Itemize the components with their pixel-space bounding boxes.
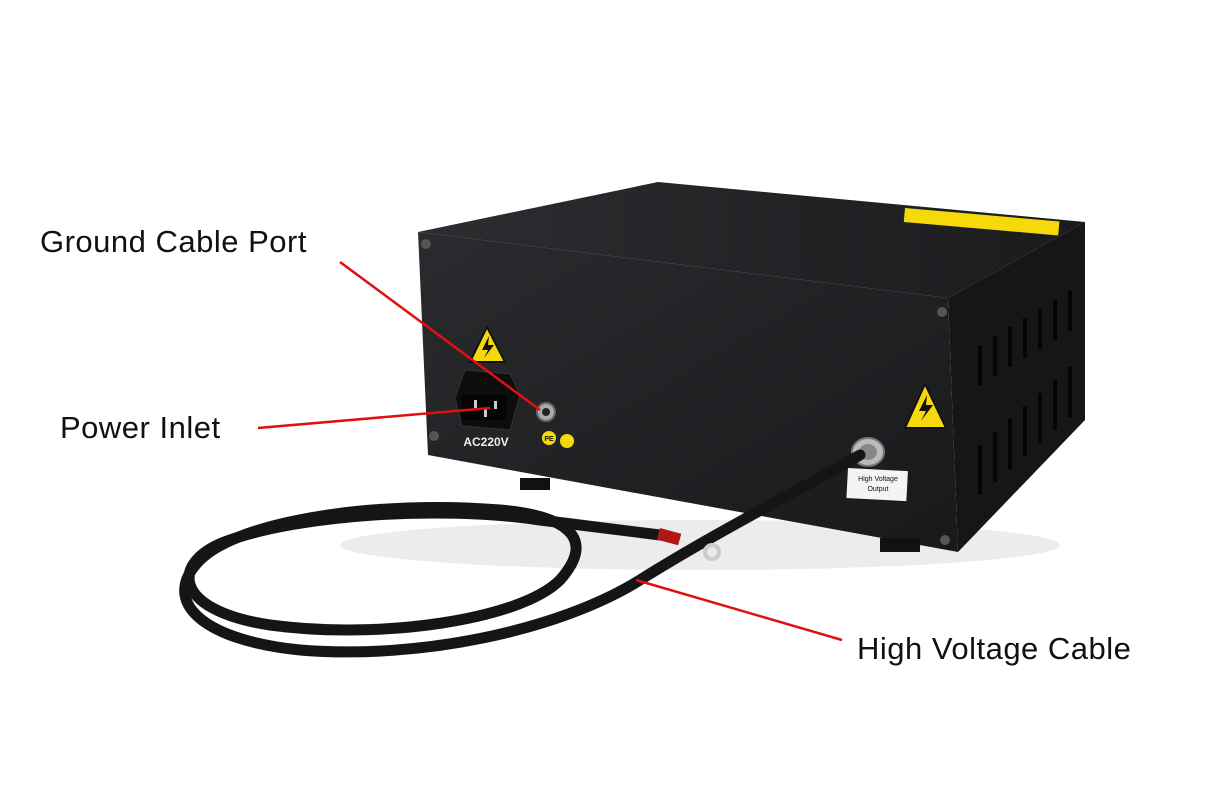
- pe-badge: [542, 431, 556, 445]
- high-voltage-warning-icon: [903, 381, 948, 429]
- hv-cable-leader: [635, 578, 843, 642]
- callout-power-inlet: Power Inlet: [60, 410, 221, 445]
- ring-terminal: [703, 543, 721, 561]
- top-warning-label: [903, 208, 1060, 236]
- high-voltage-warning-icon: [468, 324, 507, 363]
- high-voltage-cable: [179, 449, 866, 658]
- side-vents: [978, 291, 1072, 495]
- hv-output-label-line2: Output: [867, 486, 888, 493]
- ground-cable-port: [536, 402, 556, 422]
- hv-output-label-plate: [846, 467, 908, 502]
- power-inlet-leader: [257, 406, 491, 430]
- callout-high-voltage-cable: High Voltage Cable: [857, 631, 1132, 666]
- hv-output-connector: [851, 437, 885, 467]
- ring-terminal-sleeve: [656, 528, 682, 546]
- callout-ground-cable-port: Ground Cable Port: [40, 224, 307, 259]
- hv-output-label-line1: High Voltage: [858, 476, 898, 483]
- ground-symbol-icon: [560, 434, 574, 448]
- screws: [421, 239, 950, 545]
- pe-label: PE: [544, 436, 554, 443]
- chassis-side: [948, 222, 1085, 552]
- ac-rating-label: AC220V: [463, 435, 508, 449]
- ground-port-leader: [339, 260, 541, 412]
- foot: [880, 538, 920, 552]
- foot: [520, 478, 550, 490]
- power-inlet-socket: [454, 369, 521, 431]
- leader-lines: [257, 260, 843, 642]
